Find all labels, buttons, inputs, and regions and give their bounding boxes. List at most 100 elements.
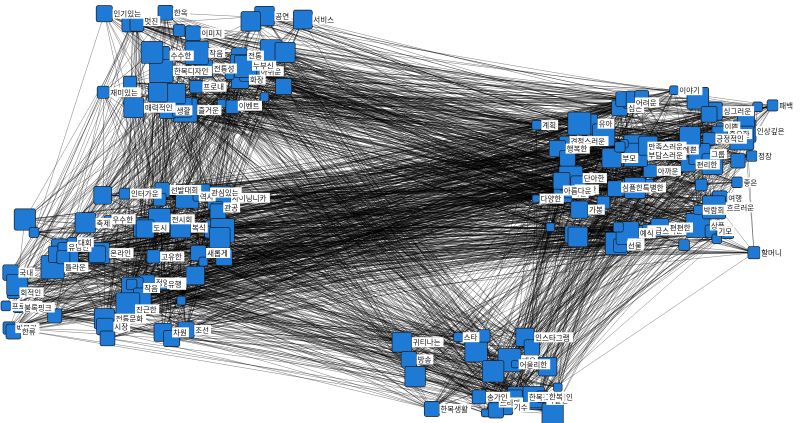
edge (5, 305, 534, 398)
edge (536, 252, 755, 401)
graph-node (209, 227, 231, 249)
node-label: 고유한 (160, 251, 185, 262)
node-label: 기수 (512, 402, 530, 412)
edge (5, 305, 432, 410)
graph-node (28, 227, 40, 238)
node-label: 우수한 (111, 214, 136, 225)
edge (504, 187, 615, 408)
graph-node (453, 332, 463, 343)
edge (547, 230, 712, 367)
node-label-text: 아름다운 (564, 186, 592, 196)
node-label: 이쁜 (723, 121, 741, 132)
edge (239, 55, 485, 337)
edge (167, 110, 216, 230)
graph-node (702, 132, 716, 146)
edge (153, 198, 720, 257)
edge (536, 90, 674, 126)
edge (201, 71, 250, 193)
graph-node (0, 300, 12, 312)
node-label-text: 인스타그램 (535, 332, 570, 342)
node-label: 인스타그램 (534, 332, 574, 343)
graph-node (185, 25, 201, 41)
node-label-text: 시장 (114, 322, 128, 332)
graph-node (259, 92, 270, 102)
node-label: 대회 (77, 237, 94, 248)
graph-node (293, 9, 313, 30)
edge (186, 329, 510, 361)
edge (147, 282, 432, 410)
node-label: 도시 (152, 222, 170, 233)
edge (494, 209, 699, 403)
node-label-text: 축제 (96, 219, 110, 228)
edge (201, 192, 660, 228)
node-label: 고급스러운 (647, 225, 687, 236)
node-label: 단아한 (582, 173, 607, 184)
node-label-text: 견정스러운 (571, 136, 606, 146)
edge (161, 234, 574, 285)
node-label: 계획 (541, 120, 559, 131)
edge (103, 92, 220, 238)
node-label-text: 매력적인 (145, 103, 173, 113)
edge (159, 106, 233, 200)
node-label-text: 국내 (19, 269, 33, 278)
graph-node (146, 249, 161, 264)
edge (195, 243, 617, 276)
node-label: 조선 (194, 324, 211, 335)
edge (302, 19, 624, 100)
edge (557, 234, 574, 388)
node-label: 박람회 (702, 204, 727, 215)
graph-node (567, 226, 589, 248)
edge (147, 282, 543, 397)
node-label-text: 귀티나는 (413, 337, 441, 347)
graph-node (176, 295, 187, 306)
graph-node (766, 99, 779, 112)
node-label: 불록핑크 (23, 302, 55, 313)
node-label: 역사 (198, 191, 216, 202)
edge (232, 106, 506, 408)
node-label: 편편한 (668, 222, 693, 233)
edge (107, 82, 131, 339)
edge (195, 86, 712, 232)
node-label-text: 온라인 (110, 248, 131, 258)
node-label: 인기있는 (112, 8, 144, 19)
edge (54, 315, 558, 388)
graph-node (391, 331, 413, 353)
node-label: 정장 (757, 151, 774, 161)
edge (185, 109, 477, 351)
node-label: 이미지 (200, 28, 225, 39)
node-label-text: 재미있는 (110, 88, 138, 97)
node-label: 시장 (113, 321, 131, 332)
node-label-text: 행복한 (567, 144, 588, 154)
edge (229, 74, 416, 377)
node-label: 프로내 (202, 81, 227, 92)
edge (33, 92, 104, 233)
edge (147, 52, 286, 283)
node-label-text: 패백 (779, 100, 793, 110)
node-label: 인상깊은 (755, 126, 788, 137)
edge (142, 180, 562, 298)
node-label: 한류 (20, 326, 38, 337)
node-label-text: 이쁜 (725, 122, 739, 132)
edge (494, 232, 728, 403)
edge (161, 149, 674, 285)
edge (13, 228, 146, 332)
edge (156, 65, 242, 196)
node-label: 선물 (626, 240, 644, 251)
edge (107, 110, 168, 220)
edge (284, 52, 538, 401)
node-label-text: 한복 (549, 393, 563, 402)
node-label: 귀티나는 (411, 337, 444, 348)
node-label: 축제 (95, 217, 113, 228)
node-label: 편리한 (695, 159, 720, 170)
node-label: 작음 (143, 283, 160, 293)
edge (132, 187, 615, 289)
edge (171, 338, 534, 398)
graph-node (481, 360, 505, 383)
node-label: 국내 (18, 267, 36, 278)
edge (221, 103, 536, 199)
edge (151, 52, 567, 190)
node-label-text: 서비스 (313, 16, 334, 25)
edge (102, 52, 197, 196)
graph-node (123, 75, 137, 90)
node-label-text: 다양한 (541, 195, 562, 204)
